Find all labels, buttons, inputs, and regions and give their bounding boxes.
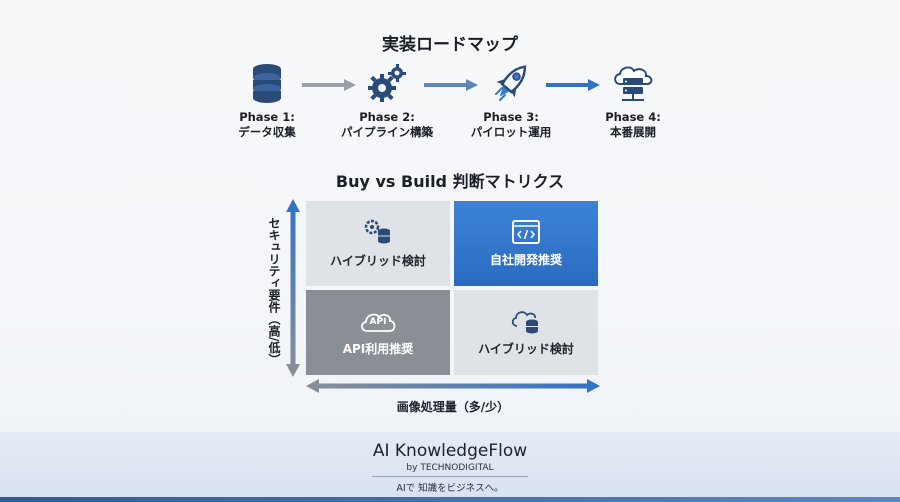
phase-1-label: Phase 1: データ収集: [202, 110, 332, 140]
cloud-server-icon: [614, 66, 653, 101]
phase-1-name: データ収集: [238, 125, 296, 139]
footer-accent-bar: [0, 497, 900, 502]
phase-2-label: Phase 2: パイプライン構築: [322, 110, 452, 140]
matrix-cell-bottom-right: ハイブリッド検討: [454, 290, 598, 375]
cell-label: ハイブリッド検討: [330, 254, 426, 268]
phase-4-label: Phase 4: 本番展開: [568, 110, 698, 140]
code-window-icon: [512, 220, 540, 244]
arrow-right-icon: [546, 79, 600, 91]
cloud-database-icon: [511, 311, 538, 334]
phase-3-number: Phase 3:: [483, 110, 539, 124]
arrow-right-icon: [424, 79, 478, 91]
x-axis-label: 画像処理量（多/少）: [396, 400, 510, 414]
y-axis-label: セキュリティ要件（高/低）: [267, 216, 281, 366]
roadmap-title: 実装ロードマップ: [382, 35, 518, 55]
phase-2-name: パイプライン構築: [341, 125, 433, 139]
rocket-icon: [495, 65, 527, 101]
phase-3-label: Phase 3: パイロット運用: [446, 110, 576, 140]
cell-label: 自社開発推奨: [489, 253, 562, 267]
matrix-cell-bottom-left: API API利用推奨: [306, 290, 450, 375]
x-axis-arrow: [306, 379, 600, 393]
brand-byline: by TECHNODIGITAL: [406, 463, 494, 473]
cell-label: ハイブリッド検討: [478, 342, 574, 356]
phase-3-name: パイロット運用: [470, 125, 552, 139]
api-cloud-icon: API: [358, 308, 398, 334]
gears-icon: [368, 64, 406, 102]
gear-database-icon: [364, 219, 390, 244]
arrow-right-icon: [302, 79, 356, 91]
api-icon-text: API: [369, 317, 387, 327]
phase-4-name: 本番展開: [610, 125, 656, 139]
phase-4-number: Phase 4:: [605, 110, 661, 124]
matrix-cell-top-right: 自社開発推奨: [454, 201, 598, 286]
cell-label: API利用推奨: [342, 342, 414, 356]
brand-tagline: AIで 知識をビジネスへ。: [396, 483, 504, 494]
phase-2-number: Phase 2:: [359, 110, 415, 124]
y-axis-arrow: [286, 199, 300, 377]
footer: AI KnowledgeFlow by TECHNODIGITAL AIで 知識…: [0, 432, 900, 502]
matrix-cell-top-left: ハイブリッド検討: [306, 201, 450, 286]
brand-name: AI KnowledgeFlow: [372, 441, 528, 461]
phase-1-number: Phase 1:: [239, 110, 295, 124]
database-icon: [253, 64, 281, 103]
matrix-title: Buy vs Build 判断マトリクス: [335, 172, 565, 191]
footer-divider: [372, 476, 528, 477]
